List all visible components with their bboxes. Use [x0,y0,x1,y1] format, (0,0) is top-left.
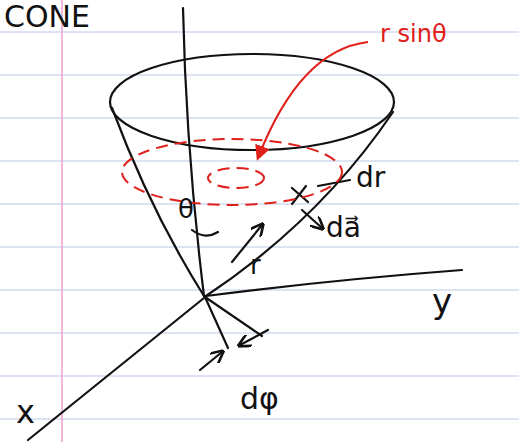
ruled-lines [0,32,519,419]
radius-circle [208,168,264,188]
axis-label: x [16,396,35,428]
r-label: r [250,252,261,278]
phi-label: dφ [240,384,279,414]
z-axis [183,8,204,296]
cone-side [112,108,204,296]
area-element [292,186,308,204]
dr-label: dr [356,164,385,192]
cone-rim [110,54,394,150]
theta-arc [192,230,218,236]
callout-arrow [258,42,368,158]
phi-arrow [240,330,268,345]
theta-label: θ [178,196,194,222]
radius-circle [122,139,342,205]
area-label: da⃗ [326,214,361,242]
sketch-title: CONE [4,2,90,32]
x-axis [28,298,204,440]
phi-line [205,297,228,348]
dr-tick [318,180,350,186]
radius-label: r sinθ [380,22,447,46]
phi-arrow [200,352,222,370]
axis-label: y [432,284,452,318]
margin-line [61,0,63,442]
da-arrow [302,210,322,228]
y-axis [206,270,462,296]
